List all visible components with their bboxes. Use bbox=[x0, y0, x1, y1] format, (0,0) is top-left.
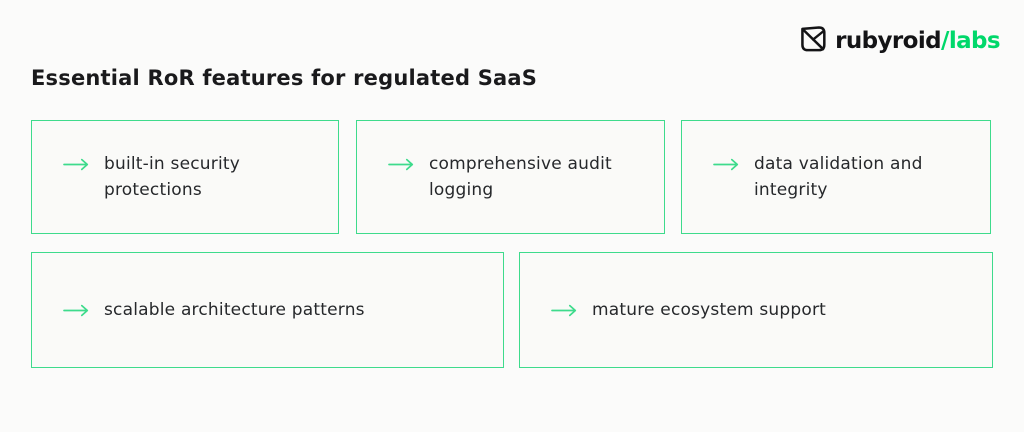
feature-label: data validation and integrity bbox=[754, 154, 923, 200]
feature-card-data-validation: data validation and integrity bbox=[681, 120, 991, 234]
rubyroidlabs-logo: rubyroid/labs bbox=[797, 23, 1001, 59]
logo-brand-suffix: /labs bbox=[941, 28, 1001, 54]
arrow-right-icon bbox=[713, 151, 739, 177]
feature-label: scalable architecture patterns bbox=[104, 300, 365, 320]
feature-card-security: built-in security protections bbox=[31, 120, 339, 234]
feature-label: comprehensive audit logging bbox=[429, 154, 612, 200]
feature-card-audit-logging: comprehensive audit logging bbox=[356, 120, 665, 234]
arrow-right-icon bbox=[63, 297, 89, 323]
logo-wordmark: rubyroid/labs bbox=[835, 28, 1000, 54]
logo-brand: rubyroid bbox=[835, 28, 942, 54]
feature-card-ecosystem-support: mature ecosystem support bbox=[519, 252, 993, 368]
feature-label: built-in security protections bbox=[104, 154, 240, 200]
gem-icon bbox=[797, 23, 828, 59]
feature-card-scalable-architecture: scalable architecture patterns bbox=[31, 252, 504, 368]
arrow-right-icon bbox=[388, 151, 414, 177]
feature-label: mature ecosystem support bbox=[592, 300, 827, 320]
arrow-right-icon bbox=[551, 297, 577, 323]
arrow-right-icon bbox=[63, 151, 89, 177]
page-title: Essential RoR features for regulated Saa… bbox=[31, 66, 538, 90]
